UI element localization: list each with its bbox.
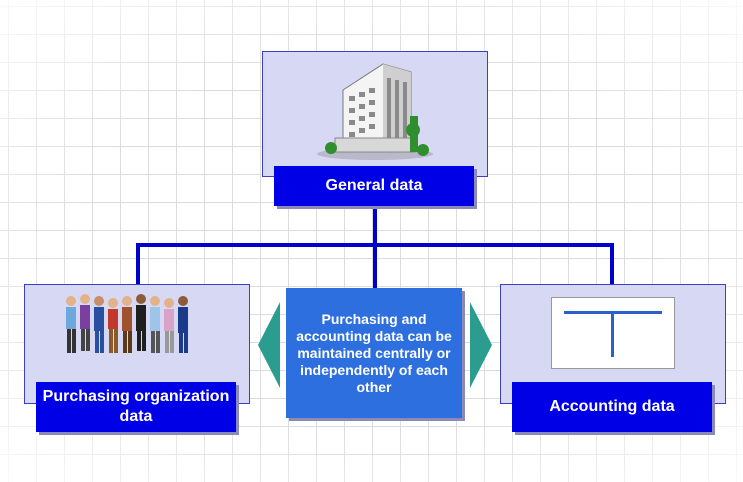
people-group-icon bbox=[66, 294, 188, 353]
office-building-icon bbox=[317, 63, 433, 160]
right-arrow bbox=[470, 302, 492, 388]
purchasing-org-label: Purchasing organization data bbox=[36, 382, 236, 432]
accounting-label: Accounting data bbox=[512, 382, 712, 432]
general-data-label: General data bbox=[274, 166, 474, 206]
general-data-box bbox=[262, 51, 488, 177]
center-note: Purchasing and accounting data can be ma… bbox=[286, 288, 462, 418]
t-account-icon bbox=[551, 297, 675, 369]
left-arrow bbox=[258, 302, 280, 388]
